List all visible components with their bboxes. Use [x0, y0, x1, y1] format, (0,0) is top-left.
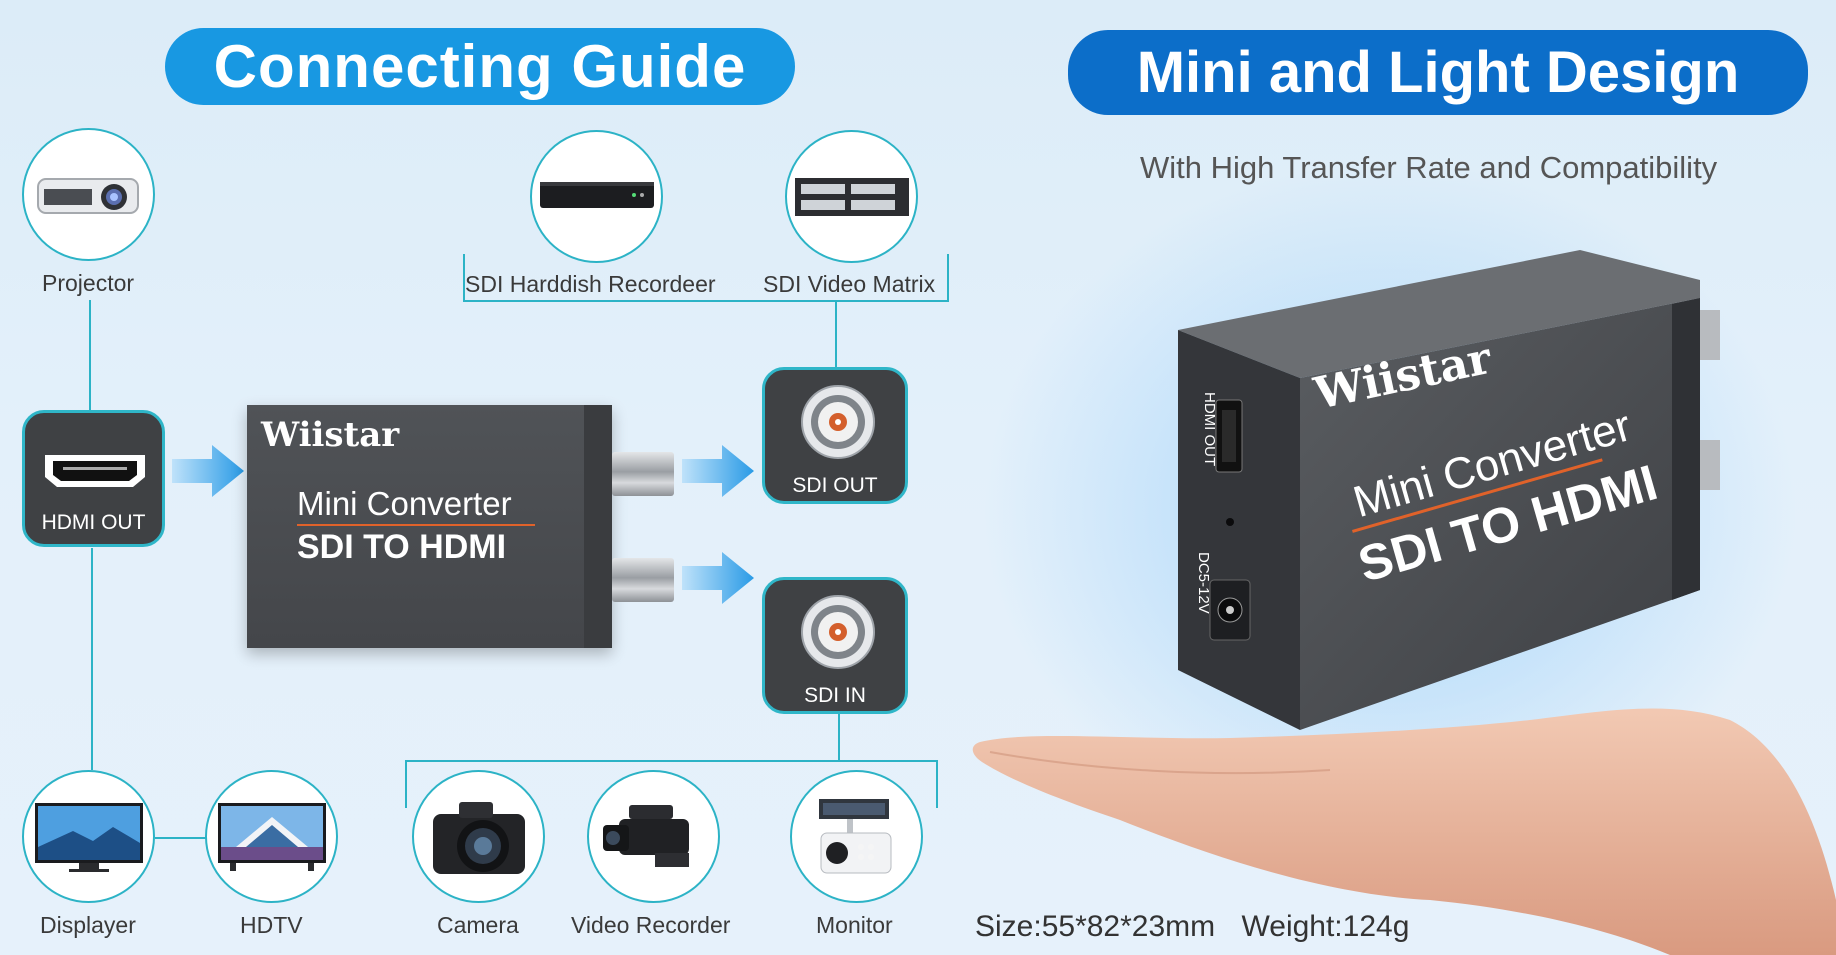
product-device — [1178, 250, 1720, 730]
bnc-port-icon — [801, 595, 875, 669]
product-side-hdmi-label: HDMI OUT — [1201, 392, 1218, 467]
wire — [155, 837, 207, 839]
dvr-circle — [530, 130, 663, 263]
hdtv-label: HDTV — [240, 912, 303, 938]
converter-line2: SDI TO HDMI — [297, 528, 507, 566]
connecting-guide-title: Connecting Guide — [165, 28, 795, 105]
wire — [463, 300, 949, 302]
wire — [405, 760, 938, 762]
sdi-in-port-box: SDI IN — [762, 577, 908, 714]
wire — [89, 300, 91, 410]
hdtv-circle — [205, 770, 338, 903]
sdi-out-label: SDI OUT — [792, 474, 878, 497]
displayer-label: Displayer — [40, 912, 136, 938]
weight-text: Weight:124g — [1241, 910, 1410, 943]
hdmi-port-icon — [45, 455, 145, 487]
size-text: Size:55*82*23mm — [975, 910, 1216, 943]
wire — [91, 548, 93, 770]
video-matrix-label: SDI Video Matrix — [763, 271, 936, 297]
product-side-power-label: DC5-12V — [1195, 552, 1212, 614]
wire — [405, 760, 407, 808]
projector-label: Projector — [42, 270, 135, 296]
hdmi-out-label: HDMI OUT — [41, 511, 146, 534]
sdi-in-label: SDI IN — [804, 684, 866, 707]
camcorder-icon — [602, 804, 689, 867]
bnc-port-icon — [801, 385, 875, 459]
arrow-right-icon — [682, 552, 754, 604]
video-recorder-label: Video Recorder — [571, 912, 731, 938]
hdmi-out-port-box: HDMI OUT — [22, 410, 165, 547]
wire — [936, 760, 938, 808]
arrow-right-icon — [682, 445, 754, 497]
video-recorder-circle — [587, 770, 720, 903]
orange-rule — [297, 524, 535, 526]
converter-line1: Mini Converter — [297, 485, 512, 522]
wire — [463, 254, 465, 302]
matrix-circle — [785, 130, 918, 263]
converter-device: Wiistar Mini Converter SDI TO HDMI — [247, 405, 612, 648]
camera-icon — [432, 801, 525, 874]
tv-icon — [34, 802, 143, 872]
size-weight-info: Size:55*82*23mm Weight:124g — [975, 910, 1409, 944]
arrow-right-icon — [172, 445, 244, 497]
projector-circle — [22, 128, 155, 261]
camera-circle — [412, 770, 545, 903]
tv-icon — [217, 802, 326, 871]
bnc-connector-top — [612, 452, 674, 496]
camera-label: Camera — [437, 912, 519, 938]
converter-brand-logo: Wiistar — [261, 415, 400, 455]
bnc-connector-bottom — [612, 558, 674, 602]
device-edge — [584, 405, 612, 648]
displayer-circle — [22, 770, 155, 903]
cctv-icon — [818, 798, 891, 873]
sdi-out-port-box: SDI OUT — [762, 367, 908, 504]
monitor-circle — [790, 770, 923, 903]
projector-icon — [36, 177, 139, 214]
monitor-label: Monitor — [816, 912, 893, 938]
mini-light-design-title: Mini and Light Design — [1068, 30, 1808, 115]
wire — [947, 254, 949, 302]
hdd-recorder-label: SDI Harddish Recordeer — [465, 271, 716, 297]
wire — [838, 713, 840, 760]
matrix-icon — [794, 177, 909, 216]
wire — [835, 300, 837, 368]
hand-icon — [972, 708, 1836, 955]
dvr-icon — [539, 181, 654, 208]
